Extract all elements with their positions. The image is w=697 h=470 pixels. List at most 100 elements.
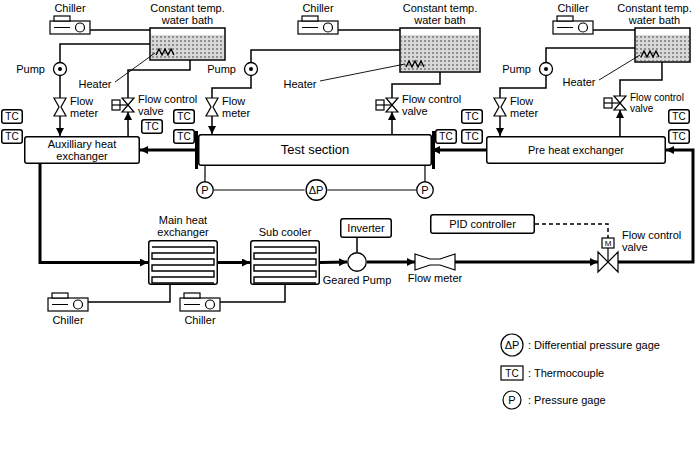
heat-exchanger-coil xyxy=(152,247,214,283)
valve-symbol xyxy=(122,98,134,105)
node-label: Main heat exchanger xyxy=(148,214,218,238)
node-label: Inverter xyxy=(347,222,384,234)
node-label: Flow meter xyxy=(222,95,258,119)
water-bath: Constant temp. water bath xyxy=(150,28,225,60)
motor-label: M xyxy=(605,239,612,248)
thermocouple: TC xyxy=(173,109,194,124)
valve-symbol xyxy=(612,102,620,103)
thermocouple: TC xyxy=(173,129,194,144)
pump: Pump xyxy=(240,62,262,76)
legend-text: : Pressure gage xyxy=(528,394,606,406)
water-pipe xyxy=(88,285,170,302)
legend-symbol-text: TC xyxy=(505,368,518,379)
node-label: Constant temp. water bath xyxy=(143,2,233,26)
pressure-gage: P xyxy=(416,181,434,199)
flow-control-valve: Flow control valve xyxy=(122,98,134,112)
node-label: TC xyxy=(177,131,190,142)
water-pipe xyxy=(59,76,61,98)
valve-symbol xyxy=(604,102,612,103)
valve-symbol xyxy=(376,100,384,110)
node-label: P xyxy=(421,184,428,196)
main-loop-pipe xyxy=(140,149,198,152)
pump-icon xyxy=(540,63,553,76)
main-loop-pipe xyxy=(432,149,486,152)
circle-outline xyxy=(306,180,327,201)
inverter-box: Inverter xyxy=(340,218,392,238)
legend-symbol-text: P xyxy=(508,394,515,406)
valve-symbol xyxy=(614,96,626,103)
heater-label: Heater xyxy=(562,76,595,88)
node-label: TC xyxy=(5,111,18,122)
pressure-line xyxy=(214,189,305,190)
node-label: Chiller xyxy=(302,2,333,14)
node-label: Pre heat exchanger xyxy=(528,144,624,156)
valve-symbol xyxy=(376,104,384,105)
heater-coil xyxy=(641,51,659,57)
water-tank xyxy=(636,35,689,61)
main-loop-pipe xyxy=(40,164,148,263)
chiller-icon xyxy=(180,293,220,311)
water-pipe xyxy=(546,48,635,62)
pump: Pump xyxy=(49,62,71,76)
valve-symbol xyxy=(120,104,128,105)
node-label: ΔP xyxy=(309,184,324,196)
circle-outline xyxy=(417,182,434,199)
chiller-icon xyxy=(553,16,593,34)
valve-symbol xyxy=(386,98,398,105)
water-tank xyxy=(635,28,690,62)
node-label: Flow control valve xyxy=(138,93,204,117)
node-label: Chiller xyxy=(184,314,215,326)
water-pipe xyxy=(90,29,150,31)
water-pipe xyxy=(499,116,501,136)
pump-icon xyxy=(245,63,258,76)
valve-symbol xyxy=(112,100,120,110)
valve-symbol xyxy=(112,96,626,272)
node-label: TC xyxy=(465,111,478,122)
connectors xyxy=(40,30,693,302)
valve-symbol xyxy=(386,105,398,112)
node-label: TC xyxy=(672,131,685,142)
valve-symbol xyxy=(602,238,614,248)
node-label: TC xyxy=(672,111,685,122)
heat-exchanger-coil xyxy=(254,247,316,283)
valve-symbol xyxy=(607,248,608,262)
node-label: TC xyxy=(439,131,452,142)
thermocouple: TC xyxy=(668,109,689,124)
node-label: Geared Pump xyxy=(323,274,391,286)
heater-label: Heater xyxy=(283,78,316,90)
node-label: Chiller xyxy=(557,2,588,14)
water-pipe xyxy=(211,116,213,134)
water-pipe xyxy=(391,112,393,134)
water-pipe xyxy=(127,112,129,136)
heat-exchanger: Pre heat exchanger xyxy=(486,136,666,164)
valve-symbol xyxy=(112,104,120,105)
water-bath: Constant temp. water bath xyxy=(635,28,690,62)
legend-text: : Thermocouple xyxy=(528,367,604,379)
main-loop-pipe xyxy=(455,261,598,264)
node-label: Chiller xyxy=(54,2,85,14)
legend-symbol xyxy=(501,334,523,356)
water-pipe xyxy=(59,116,61,136)
node-label: PID controller xyxy=(449,218,516,230)
main-loop-pipe xyxy=(320,261,347,265)
test-section-flange xyxy=(195,131,435,169)
node-label: Pump xyxy=(502,63,531,75)
node-label: TC xyxy=(145,121,158,132)
thermocouple: TC xyxy=(1,109,22,124)
leader-line xyxy=(320,64,405,81)
node-label: Constant temp. water bath xyxy=(395,2,485,26)
chiller: Chiller xyxy=(50,16,90,34)
main-loop-pipe xyxy=(218,261,250,264)
main-heat-exchanger: Main heat exchanger xyxy=(148,240,218,285)
thermocouple: TC xyxy=(461,109,482,124)
chiller-icon xyxy=(48,293,88,311)
pump: Pump xyxy=(535,62,557,76)
heat-exchanger: Auxilliary heat exchanger xyxy=(24,136,140,164)
chiller-icon xyxy=(50,16,90,34)
geared-pump: Geared Pump xyxy=(347,252,367,272)
legend-symbol-text: ΔP xyxy=(505,339,520,351)
flow-meter-symbol xyxy=(494,98,506,116)
leader-line xyxy=(599,55,640,80)
flow-meter: Flow meter xyxy=(494,98,506,116)
